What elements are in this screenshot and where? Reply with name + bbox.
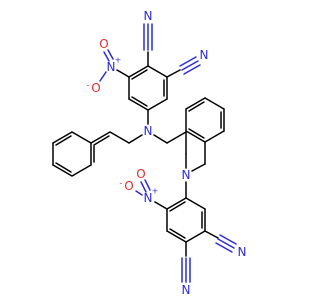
triple-bond (179, 56, 197, 67)
phenyl-left (52, 131, 130, 177)
nitrile-n-label: N (238, 245, 247, 259)
bond (166, 197, 187, 210)
bond (71, 164, 92, 177)
ring-lower (166, 197, 206, 243)
amine-upper: N (128, 109, 168, 144)
bond (147, 65, 168, 78)
nitro-n-label: N (144, 191, 153, 205)
nitrile-lower-2: N (181, 241, 191, 297)
bond (55, 135, 72, 146)
nitro-upper: N + O - O (87, 37, 130, 95)
nitrile-lower-1: N (204, 230, 247, 259)
bond (131, 96, 148, 107)
nitrile-upper-2: N (166, 48, 209, 78)
bond (204, 97, 225, 110)
amine-middle: N (182, 141, 206, 199)
bond (128, 98, 149, 111)
amine-n-label: N (182, 168, 191, 182)
bond (188, 101, 205, 112)
molecule-canvas: N N N + O - O N (52, 9, 247, 297)
bond (71, 131, 92, 144)
bond (116, 69, 130, 78)
triple-bond (183, 64, 201, 75)
triple-bond (217, 238, 235, 249)
bond (147, 98, 168, 111)
double-bond (144, 179, 151, 191)
bond (154, 201, 168, 210)
bond (191, 163, 206, 172)
bond (204, 130, 225, 143)
double-bond (140, 181, 147, 193)
double-bond (103, 51, 110, 62)
nitro-o-label: O (91, 81, 100, 95)
bond (166, 131, 187, 144)
bond (169, 201, 186, 212)
bond (55, 162, 72, 173)
bond (52, 164, 73, 177)
nitro-o-label: O (136, 167, 145, 181)
bond (128, 134, 143, 144)
nitrile-n-label: N (182, 283, 191, 297)
phenyl-benzyl (185, 97, 225, 143)
charge-minus: - (120, 179, 123, 188)
bond (99, 71, 107, 82)
bond (166, 69, 181, 78)
ring-upper (128, 65, 168, 111)
nitrile-n-label: N (200, 48, 209, 62)
bond (52, 131, 73, 144)
charge-plus: + (152, 187, 159, 196)
amine-n-label: N (144, 124, 153, 138)
bond (185, 197, 206, 210)
bond (135, 190, 143, 196)
bond (185, 97, 206, 110)
charge-minus: - (87, 81, 90, 90)
bond (93, 135, 110, 146)
bond (109, 131, 130, 144)
bond (128, 65, 149, 78)
bond (188, 128, 205, 139)
bond (185, 130, 206, 143)
ethylene-bridge (166, 131, 187, 169)
nitro-n-label: N (107, 60, 116, 74)
bond (204, 230, 219, 239)
triple-bond (219, 234, 237, 245)
bond (166, 230, 187, 243)
charge-plus: + (115, 56, 122, 65)
nitrile-n-label: N (144, 9, 153, 23)
nitro-o-label: O (124, 179, 133, 193)
nitro-o-label: O (99, 37, 108, 51)
nitrile-upper-1: N (143, 9, 153, 67)
triple-bond (215, 242, 233, 253)
bond (131, 69, 148, 80)
triple-bond (181, 60, 199, 71)
bond (169, 228, 186, 239)
bond (185, 230, 206, 243)
nitro-lower: N + O - O (120, 167, 168, 210)
double-bond (107, 49, 114, 60)
bond (153, 134, 168, 144)
structure-diagram: N N N + O - O N (52, 9, 247, 297)
bond (90, 131, 111, 144)
